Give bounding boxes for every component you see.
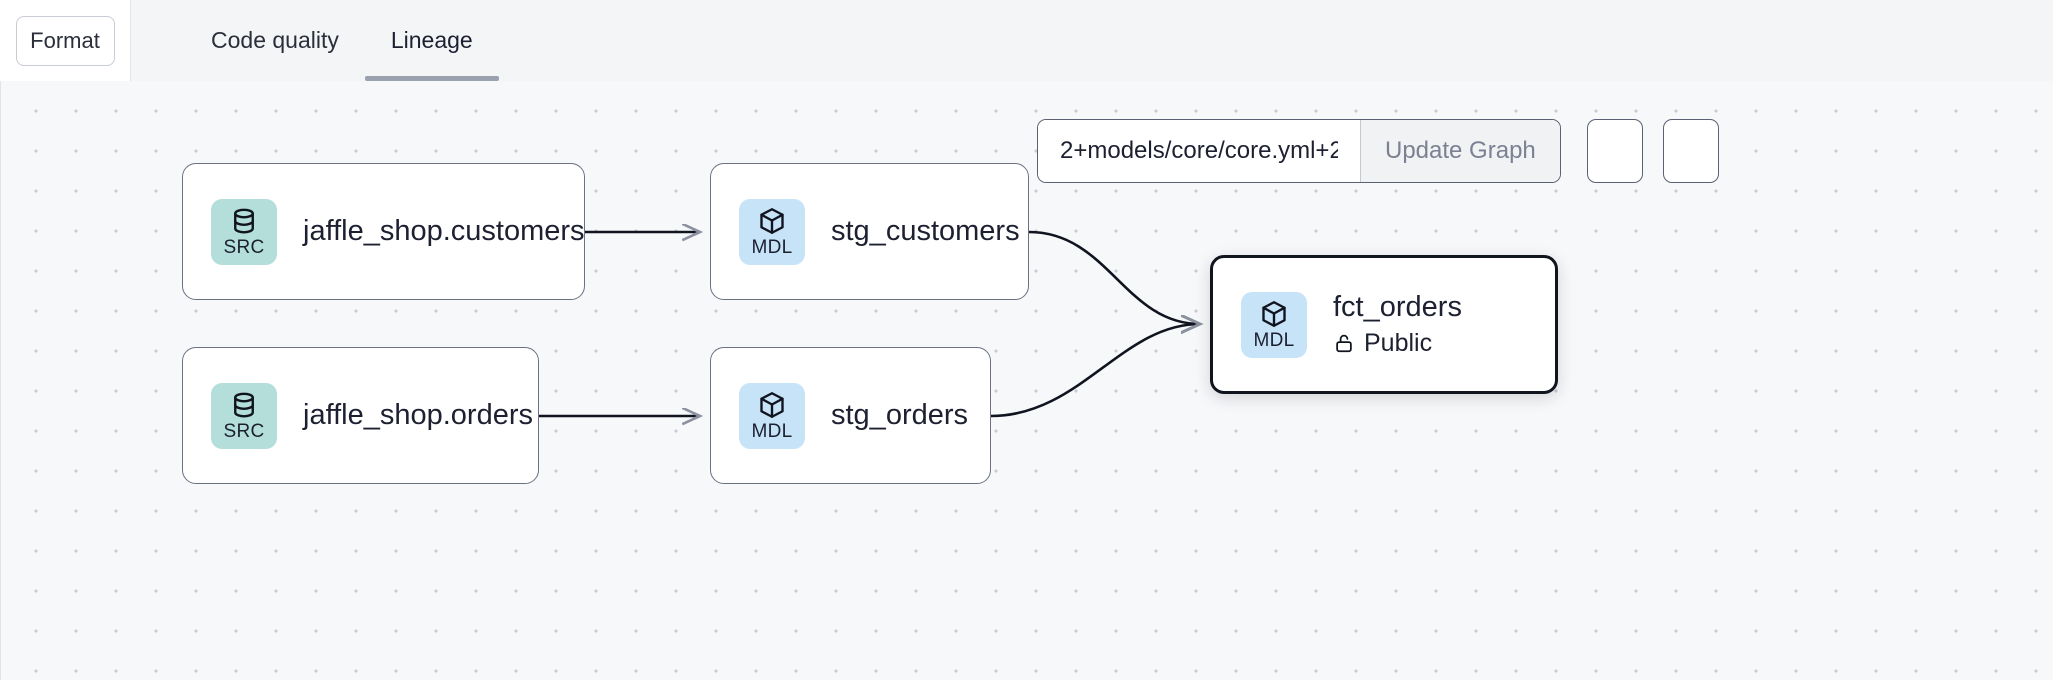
lineage-node-stg-customers[interactable]: MDL stg_customers bbox=[710, 163, 1029, 300]
graph-control-extra-2[interactable] bbox=[1662, 119, 1719, 183]
node-badge-label: MDL bbox=[751, 421, 793, 442]
lineage-node-jaffle-shop-customers[interactable]: SRC jaffle_shop.customers bbox=[182, 163, 585, 300]
lineage-canvas[interactable]: Update Graph SRC jaffle_shop.customers bbox=[0, 81, 2053, 680]
selector-group: Update Graph bbox=[1037, 119, 1561, 183]
node-access: Public bbox=[1333, 329, 1462, 358]
node-badge-label: SRC bbox=[223, 237, 265, 258]
lineage-node-stg-orders[interactable]: MDL stg_orders bbox=[710, 347, 991, 484]
node-badge-src: SRC bbox=[211, 382, 277, 449]
node-body: stg_customers bbox=[831, 215, 1020, 248]
node-title: jaffle_shop.orders bbox=[303, 398, 534, 431]
node-body: fct_orders Public bbox=[1333, 291, 1462, 357]
canvas-left-divider bbox=[0, 81, 1, 680]
editor-toolbar: Format Code quality Lineage bbox=[0, 0, 2053, 81]
node-title: stg_customers bbox=[831, 214, 1020, 247]
tab-code-quality[interactable]: Code quality bbox=[211, 27, 339, 53]
tab-bar: Code quality Lineage bbox=[131, 0, 499, 81]
node-badge-label: MDL bbox=[751, 237, 793, 258]
database-icon bbox=[234, 392, 254, 418]
update-graph-button[interactable]: Update Graph bbox=[1360, 120, 1560, 182]
cube-icon bbox=[760, 208, 784, 234]
lineage-node-jaffle-shop-orders[interactable]: SRC jaffle_shop.orders bbox=[182, 347, 539, 484]
edge-stgorders-to-fct bbox=[990, 324, 1200, 418]
node-body: stg_orders bbox=[831, 399, 968, 432]
unlock-icon bbox=[1336, 334, 1352, 353]
toolbar-left-pane: Format bbox=[0, 0, 131, 81]
lineage-node-fct-orders[interactable]: MDL fct_orders Public bbox=[1210, 255, 1558, 394]
node-badge-mdl: MDL bbox=[739, 198, 805, 265]
tab-lineage[interactable]: Lineage bbox=[364, 0, 499, 81]
cube-icon bbox=[1262, 301, 1286, 327]
graph-selector-input[interactable] bbox=[1038, 120, 1360, 182]
cube-icon bbox=[760, 392, 784, 418]
node-access-label: Public bbox=[1364, 328, 1433, 357]
node-badge-mdl: MDL bbox=[739, 382, 805, 449]
database-icon bbox=[234, 208, 254, 234]
edge-stgcustomers-to-fct bbox=[1028, 230, 1200, 324]
graph-controls: Update Graph bbox=[1037, 119, 1719, 183]
graph-control-extra-1[interactable] bbox=[1586, 119, 1643, 183]
format-button[interactable]: Format bbox=[15, 15, 115, 66]
node-title: jaffle_shop.customers bbox=[303, 214, 585, 247]
node-badge-src: SRC bbox=[211, 198, 277, 265]
node-body: jaffle_shop.orders bbox=[303, 399, 533, 432]
node-badge-label: SRC bbox=[223, 421, 265, 442]
node-badge-mdl: MDL bbox=[1241, 291, 1307, 358]
node-title: fct_orders bbox=[1333, 291, 1462, 324]
node-title: stg_orders bbox=[831, 398, 969, 431]
node-badge-label: MDL bbox=[1253, 330, 1295, 351]
node-body: jaffle_shop.customers bbox=[303, 215, 585, 248]
